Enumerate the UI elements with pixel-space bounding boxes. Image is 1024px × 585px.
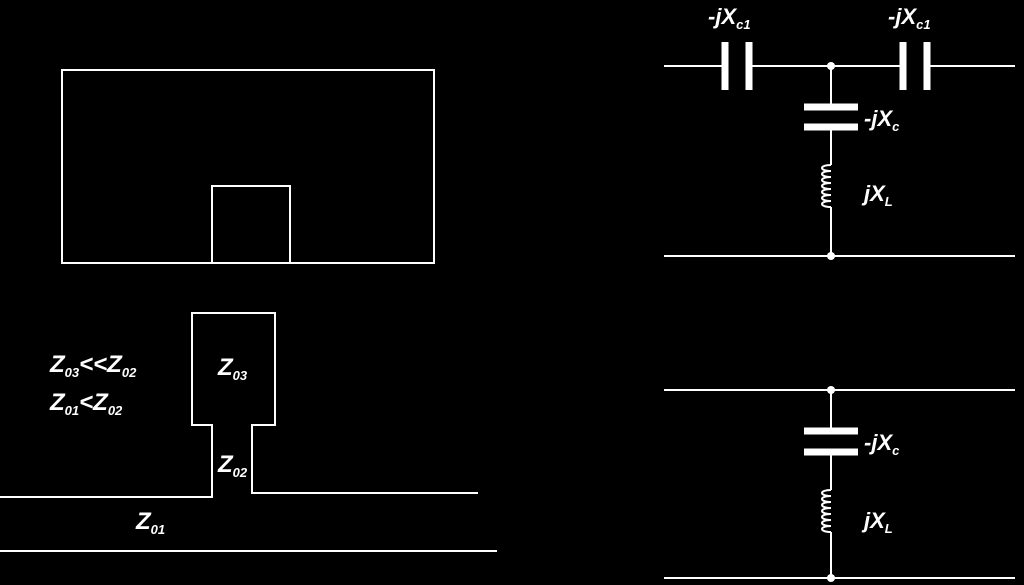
inner-notch xyxy=(211,185,291,263)
node-dot xyxy=(827,574,835,582)
stub-outline xyxy=(0,312,478,498)
inductor-bottom xyxy=(821,489,832,533)
node-dot xyxy=(827,252,835,260)
xl-bottom-label: jXL xyxy=(861,508,893,536)
xc-top-label: -jXc xyxy=(864,106,900,134)
condition-label-1: Z03<<Z02 xyxy=(49,351,137,380)
z02-label: Z02 xyxy=(217,451,248,480)
xc-bottom-label: -jXc xyxy=(864,430,900,458)
xc1-left-label: -jXc1 xyxy=(708,4,751,32)
top-circuit xyxy=(664,42,1015,257)
bottom-circuit xyxy=(664,389,1015,579)
xl-top-label: jXL xyxy=(861,181,893,209)
z03-label: Z03 xyxy=(217,354,248,383)
inductor-top xyxy=(821,164,832,208)
outer-rectangle xyxy=(61,69,435,264)
node-dot xyxy=(827,386,835,394)
xc1-right-label: -jXc1 xyxy=(888,4,931,32)
z01-label: Z01 xyxy=(135,508,165,537)
node-dot xyxy=(827,62,835,70)
condition-label-2: Z01<Z02 xyxy=(49,389,123,418)
